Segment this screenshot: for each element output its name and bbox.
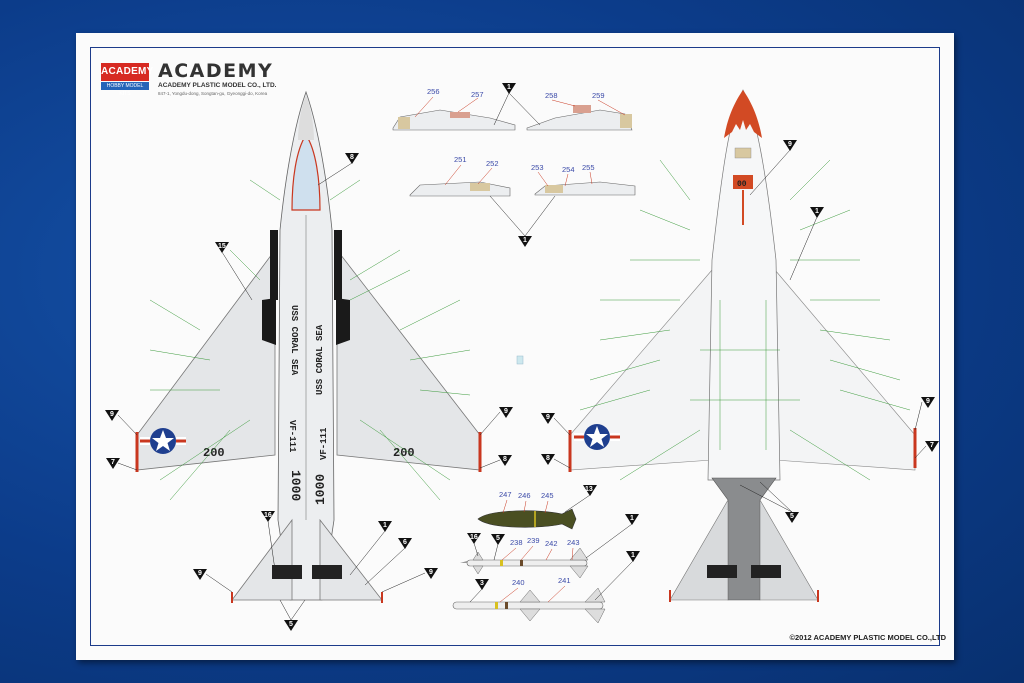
callout-7-a: 7 [111,459,115,466]
stencil-257: 257 [471,90,484,99]
callout-9-b: 9 [504,408,508,415]
squadron-left: VF-111 [287,420,297,453]
callout-1-f: 1 [815,208,819,215]
callout-1-a: 1 [383,522,387,529]
callout-9-a: 9 [110,411,114,418]
top-view-callouts: 15 8 9 7 9 8 16 1 6 9 9 5 [105,153,513,631]
ship-name-right: USS CORAL SEA [315,324,325,395]
brand-subtitle: ACADEMY PLASTIC MODEL CO., LTD. [158,82,277,89]
stencil-247: 247 [499,490,512,499]
brand-header: ACADEMY ACADEMY PLASTIC MODEL CO., LTD. … [158,60,276,96]
stencil-245: 245 [541,491,554,500]
stencil-241: 241 [558,576,571,585]
callout-3: 3 [480,580,484,587]
tail-number-right: 1000 [313,474,328,505]
ship-name-left: USS CORAL SEA [289,305,299,376]
callout-1-e: 1 [631,552,635,559]
callout-9-g: 9 [926,398,930,405]
callout-16-a: 16 [264,512,272,519]
modex-right-wing: 200 [393,446,415,460]
sheet-border [90,47,940,646]
modex-left-wing: 200 [203,446,225,460]
callout-13: 13 [585,486,593,493]
callout-5-b: 5 [496,535,500,542]
callout-6-a: 6 [403,539,407,546]
stencil-258: 258 [545,91,558,100]
bottom-view-aircraft: 00 [568,89,917,602]
tail-number-left: 1000 [288,470,303,501]
nose-code: 00 [737,180,747,189]
stencil-242: 242 [545,539,558,548]
callout-1-d: 1 [630,515,634,522]
copyright-notice: ©2012 ACADEMY PLASTIC MODEL CO.,LTD [789,633,946,642]
logo-badge-top: ACADEMY [101,63,153,81]
stencil-256: 256 [427,87,440,96]
stencil-243: 243 [567,538,580,547]
top-view-aircraft: 200 200 USS CORAL SEA USS CORAL SEA VF-1… [135,90,482,603]
bottom-view-callouts: 9 1 9 8 9 7 5 [541,140,939,523]
callout-9-c: 9 [198,570,202,577]
logo-badge-bottom: HOBBY MODEL KITS [101,82,149,97]
squadron-right: VF-111 [319,427,329,460]
brand-address: 847-1, Yongdu-dong, Songtan-gu, Gyeonggi… [158,91,268,96]
callout-8-b: 8 [503,456,507,463]
brand-name: ACADEMY [158,60,274,82]
academy-logo-badge: ACADEMY HOBBY MODEL KITS [101,63,153,97]
stencil-240: 240 [512,578,525,587]
stencil-238: 238 [510,538,523,547]
profile-views: 256 257 258 259 251 252 253 254 255 1 1 [392,83,636,365]
stencil-239: 239 [527,536,540,545]
callout-5-c: 5 [790,513,794,520]
stencil-259: 259 [592,91,605,100]
stencil-254: 254 [562,165,575,174]
callout-1-c: 1 [523,237,527,244]
callout-1-b: 1 [507,84,511,91]
stencil-252: 252 [486,159,499,168]
stencil-251: 251 [454,155,467,164]
stencil-253: 253 [531,163,544,172]
callout-9-d: 9 [429,569,433,576]
callout-8-a: 8 [350,154,354,161]
callout-9-f: 9 [546,414,550,421]
callout-16-b: 16 [470,534,478,541]
callout-9-e: 9 [788,141,792,148]
weapons-stores: 247 246 245 13 238 239 242 243 16 5 1 24… [452,485,640,624]
callout-5-a: 5 [289,621,293,628]
stencil-255: 255 [582,163,595,172]
callout-7-b: 7 [930,442,934,449]
callout-8-c: 8 [546,455,550,462]
callout-15-a: 15 [218,243,226,250]
stencil-246: 246 [518,491,531,500]
